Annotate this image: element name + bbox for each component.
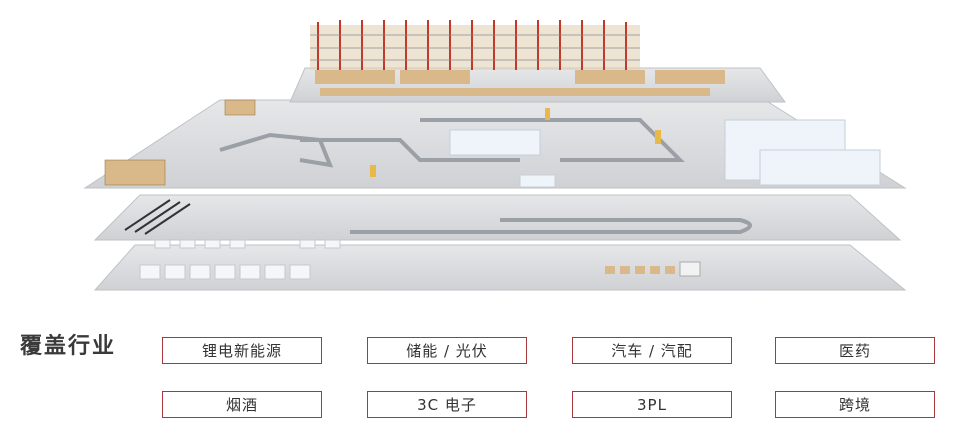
- floor-level-1: [93, 244, 907, 291]
- storage-racks: [310, 20, 640, 70]
- industry-tag-tobacco-liquor[interactable]: 烟酒: [162, 391, 322, 418]
- industry-tag-3pl[interactable]: 3PL: [572, 391, 732, 418]
- warehouse-illustration: [83, 20, 907, 291]
- industry-tag-pharma[interactable]: 医药: [775, 337, 935, 364]
- industry-tag-energy-storage-pv[interactable]: 储能 / 光伏: [367, 337, 527, 364]
- industry-tag-3c-electronics[interactable]: 3C 电子: [367, 391, 527, 418]
- industry-tag-lithium[interactable]: 锂电新能源: [162, 337, 322, 364]
- floor-level-3: [83, 99, 907, 189]
- industry-tag-automotive[interactable]: 汽车 / 汽配: [572, 337, 732, 364]
- section-title: 覆盖行业: [20, 334, 117, 359]
- floor-level-2: [93, 194, 902, 249]
- industry-tag-cross-border[interactable]: 跨境: [775, 391, 935, 418]
- floor-level-4: [289, 67, 786, 103]
